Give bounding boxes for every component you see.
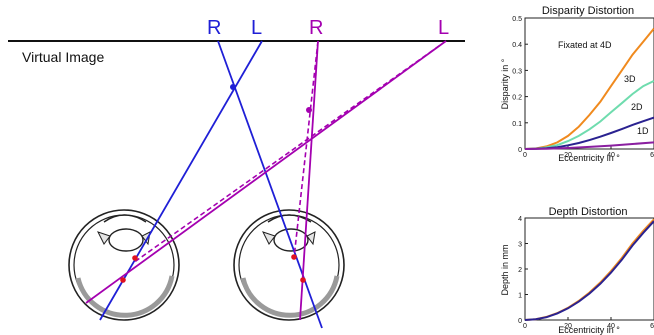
y-tick-label: 0 bbox=[518, 318, 522, 325]
legend-label-3d: 3D bbox=[624, 74, 636, 84]
right-eye bbox=[233, 209, 345, 321]
purple-right-label: R bbox=[309, 17, 323, 39]
x-axis-label: Eccentricity in ° bbox=[558, 325, 620, 335]
y-tick-label: 1 bbox=[518, 293, 522, 300]
chart-title: Disparity Distortion bbox=[542, 5, 634, 17]
y-tick-label: 4 bbox=[518, 216, 522, 223]
blue-ray-right bbox=[217, 40, 323, 329]
y-axis-label: Disparity in ° bbox=[500, 58, 510, 109]
chart-title: Depth Distortion bbox=[549, 206, 628, 218]
depth-chart: Depth Distortion 012340204060 Eccentrici… bbox=[500, 206, 654, 335]
y-tick-label: 2 bbox=[518, 267, 522, 274]
purple-ray-left bbox=[85, 40, 447, 304]
y-tick-label: 0.2 bbox=[512, 95, 522, 102]
x-tick-label: 20 bbox=[564, 323, 572, 330]
red-point-left-upper bbox=[132, 255, 138, 261]
red-point-right-upper bbox=[291, 254, 297, 260]
x-tick-label: 0 bbox=[523, 152, 527, 159]
y-tick-label: 0.5 bbox=[512, 16, 522, 23]
x-axis-label: Eccentricity in ° bbox=[558, 153, 620, 163]
purple-left-label: L bbox=[438, 17, 449, 39]
x-tick-label: 60 bbox=[650, 323, 654, 330]
red-point-left-lower bbox=[120, 277, 126, 283]
left-eye bbox=[68, 209, 180, 321]
plot-frame bbox=[524, 217, 654, 321]
legend-label-4d: Fixated at 4D bbox=[558, 40, 612, 50]
virtual-image-label: Virtual Image bbox=[22, 49, 104, 65]
x-tick-label: 60 bbox=[650, 152, 654, 159]
x-tick-label: 40 bbox=[607, 323, 615, 330]
y-tick-label: 3 bbox=[518, 242, 522, 249]
x-tick-label: 40 bbox=[607, 152, 615, 159]
y-tick-label: 0.4 bbox=[512, 42, 522, 49]
disparity-chart: Disparity Distortion 0 0.1 0.2 0.3 0.4 0.5 0 20… bbox=[500, 5, 654, 163]
plot-frame bbox=[524, 17, 654, 150]
blue-intersection-point bbox=[230, 84, 236, 90]
y-axis-label: Depth in mm bbox=[500, 244, 510, 295]
blue-left-label: L bbox=[251, 17, 262, 39]
blue-right-label: R bbox=[207, 17, 221, 39]
x-tick-label: 20 bbox=[564, 152, 572, 159]
red-point-right-lower bbox=[300, 277, 306, 283]
legend-label-2d: 2D bbox=[631, 102, 643, 112]
series-line-1 bbox=[524, 220, 654, 321]
series-line-0 bbox=[524, 218, 654, 321]
y-tick-label: 0 bbox=[518, 147, 522, 154]
purple-intersection-point bbox=[306, 107, 312, 113]
x-tick-label: 0 bbox=[523, 323, 527, 330]
y-tick-label: 0.3 bbox=[512, 68, 522, 75]
purple-ray-right-dashed bbox=[293, 40, 319, 259]
purple-ray-right bbox=[299, 40, 319, 321]
series-line-3 bbox=[524, 141, 654, 150]
legend-label-1d: 1D bbox=[637, 126, 649, 136]
diagram: Virtual Image R L R L bbox=[8, 17, 465, 329]
y-tick-label: 0.1 bbox=[512, 121, 522, 128]
